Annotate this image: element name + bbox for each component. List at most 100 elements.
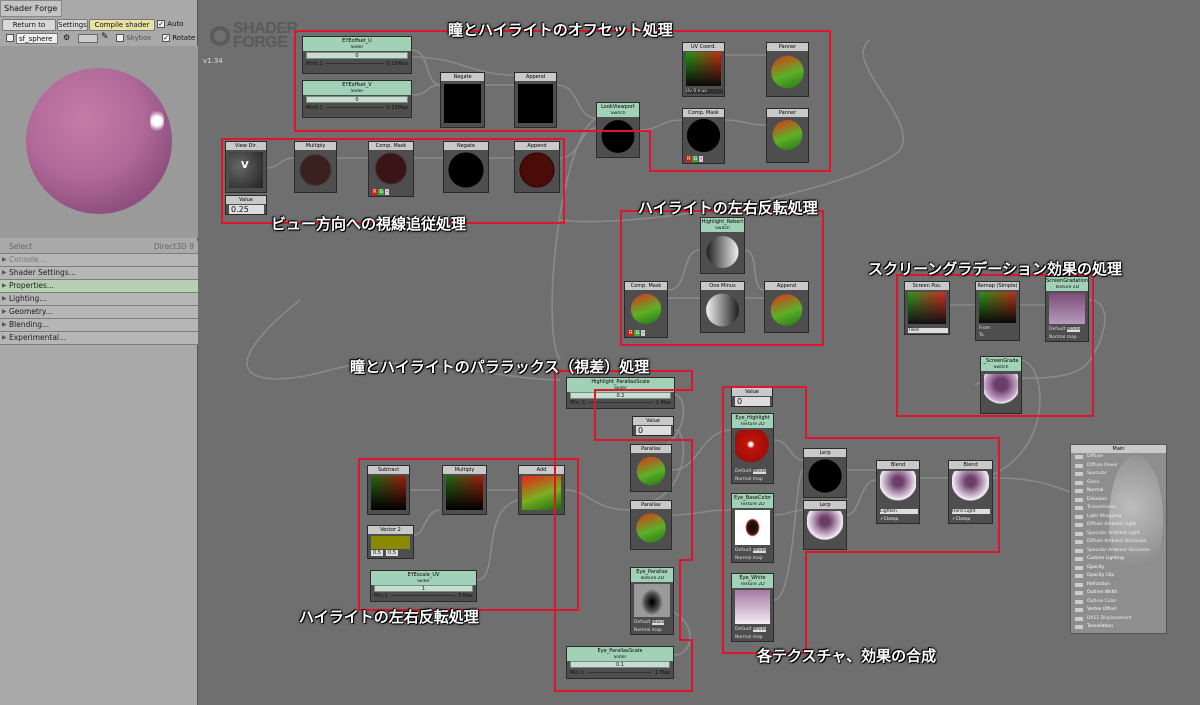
preview-sphere[interactable]	[26, 68, 172, 214]
slider-value[interactable]: 1	[374, 585, 473, 592]
input-opacity-clip[interactable]: Opacity Clip	[1071, 572, 1166, 581]
rotate-toggle[interactable]: ✓ Rotate	[162, 34, 195, 42]
input-specular-ambient-occlusion[interactable]: Specular Ambient Occlusion	[1071, 547, 1166, 556]
socket[interactable]	[1075, 591, 1083, 595]
main-node[interactable]: Main Diffuse Diffuse Power Specular Glos…	[1070, 444, 1167, 634]
settings-button[interactable]: Settings	[57, 19, 88, 31]
socket[interactable]	[1075, 599, 1083, 604]
socket[interactable]	[1075, 514, 1083, 519]
node-lerp-2[interactable]: Lerp	[803, 500, 847, 550]
max-value[interactable]: 0.15	[386, 105, 398, 111]
input-diffuse-ambient-light[interactable]: Diffuse Ambient Light	[1071, 521, 1166, 530]
default-select[interactable]: White	[752, 469, 766, 474]
input-outline-color[interactable]: Outline Color	[1071, 598, 1166, 607]
node-multiply-2[interactable]: Multiply	[442, 465, 487, 515]
socket[interactable]	[1075, 608, 1083, 612]
input-diffuse-ambient-occlusion[interactable]: Diffuse Ambient Occlusion	[1071, 538, 1166, 547]
node-subtract[interactable]: Subtract	[367, 465, 410, 515]
max-value[interactable]: 1	[654, 670, 659, 676]
slider-value[interactable]: 0.1	[570, 661, 670, 668]
channel-more[interactable]: -	[641, 330, 646, 336]
min-value[interactable]: 0.1	[314, 61, 323, 67]
menu-item-blending[interactable]: ▶Blending...	[0, 319, 198, 332]
node-negate-2[interactable]: Negate	[443, 141, 489, 193]
default-select[interactable]: White	[752, 548, 766, 553]
node-view-dir[interactable]: View Dir.V	[225, 141, 267, 193]
socket[interactable]	[1075, 506, 1083, 510]
channel-more[interactable]: -	[699, 156, 704, 162]
preview-viewport[interactable]	[0, 46, 198, 238]
eyedropper-icon[interactable]: ✎	[101, 32, 109, 42]
clamp-checkbox[interactable]: ✓Clamp	[952, 517, 971, 522]
default-select[interactable]: Black	[651, 620, 665, 625]
min-value[interactable]: 1	[384, 593, 388, 599]
input-opacity[interactable]: Opacity	[1071, 564, 1166, 573]
input-diffuse-power[interactable]: Diffuse Power	[1071, 462, 1166, 471]
menu-item-properties[interactable]: ▶Properties...	[0, 280, 198, 293]
max-value[interactable]: 3	[457, 593, 462, 599]
socket[interactable]	[1075, 489, 1083, 493]
input-vertex-offset[interactable]: Vertex Offset	[1071, 606, 1166, 615]
input-emission[interactable]: Emission	[1071, 496, 1166, 505]
input-dx11-displacement[interactable]: DX11 Displacement	[1071, 615, 1166, 624]
menu-item-experimental[interactable]: ▶Experimental...	[0, 332, 198, 345]
socket[interactable]	[1075, 472, 1083, 476]
blend-mode-select[interactable]: Lighten	[880, 509, 918, 514]
socket[interactable]	[1075, 582, 1083, 587]
socket[interactable]	[1075, 531, 1083, 536]
mesh-checkbox[interactable]	[6, 34, 14, 42]
slider-track[interactable]	[586, 670, 652, 673]
rotate-checkbox[interactable]: ✓	[162, 34, 170, 42]
socket[interactable]	[1075, 574, 1083, 578]
vector-x-field[interactable]: 0.5	[371, 550, 383, 556]
channel-g[interactable]: G	[378, 189, 385, 195]
projection-mode-select[interactable]: Tiled	[908, 328, 948, 333]
default-select[interactable]: White	[752, 627, 766, 632]
channel-more[interactable]: -	[385, 189, 390, 195]
blend-mode-select[interactable]: Hard Light	[952, 509, 990, 514]
normal-map-checkbox[interactable]: Normal map	[735, 635, 763, 640]
value-field[interactable]: 0	[636, 426, 671, 435]
input-transmission[interactable]: Transmission	[1071, 504, 1166, 513]
normal-map-checkbox[interactable]: Normal map	[634, 628, 662, 633]
compile-shader-button[interactable]: Compile shader	[89, 19, 155, 31]
node-uv-coord[interactable]: UV Coord.Uv 0 ▾ uv	[682, 42, 725, 97]
max-value[interactable]: 0.15	[386, 61, 398, 67]
min-value[interactable]: 0.1	[314, 105, 323, 111]
slider-value[interactable]: 0	[306, 52, 408, 59]
node-append-2[interactable]: Append	[514, 141, 560, 193]
slider-track[interactable]	[588, 400, 653, 403]
input-gloss[interactable]: Gloss	[1071, 479, 1166, 488]
socket[interactable]	[1075, 616, 1083, 621]
input-refraction[interactable]: Refraction	[1071, 581, 1166, 590]
input-diffuse[interactable]: Diffuse	[1071, 453, 1166, 462]
menu-item-shader-settings[interactable]: ▶Shader Settings...	[0, 267, 198, 280]
socket[interactable]	[1075, 557, 1083, 561]
max-value[interactable]: 1	[655, 400, 660, 406]
min-value[interactable]: 0	[580, 670, 584, 676]
socket[interactable]	[1075, 497, 1083, 502]
input-tessellation[interactable]: Tessellation	[1071, 623, 1166, 632]
slider-value[interactable]: 0	[306, 96, 408, 103]
socket[interactable]	[1075, 625, 1083, 629]
node-panner-2[interactable]: Panner	[766, 108, 809, 163]
mesh-selector[interactable]: sf_sphere	[16, 33, 58, 44]
socket[interactable]	[1075, 548, 1083, 553]
normal-map-checkbox[interactable]: Normal map	[1049, 335, 1077, 340]
skybox-checkbox[interactable]	[116, 34, 124, 42]
node-parallax-1[interactable]: Parallax	[630, 444, 672, 492]
channel-g[interactable]: G	[692, 156, 699, 162]
input-custom-lighting[interactable]: Custom Lighting	[1071, 555, 1166, 564]
window-tab[interactable]: Shader Forge	[0, 0, 62, 17]
